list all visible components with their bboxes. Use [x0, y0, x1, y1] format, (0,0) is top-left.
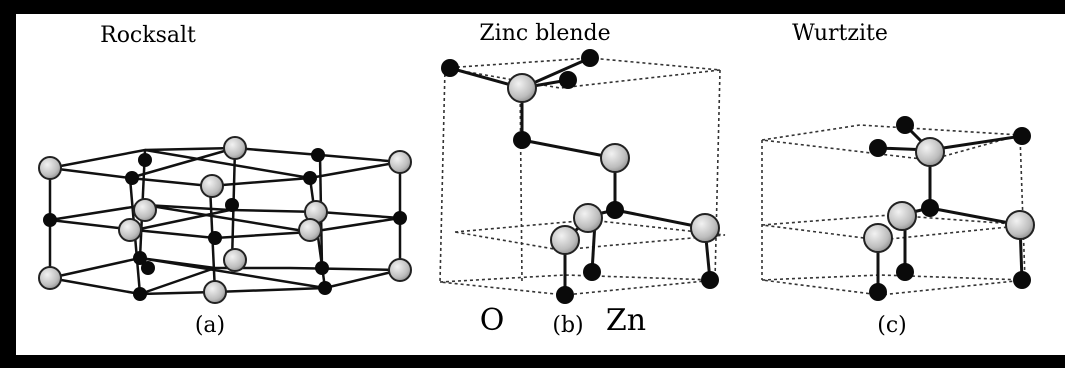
rocksalt-atoms	[38, 136, 412, 304]
frame-top-border	[0, 0, 1065, 14]
zinc-blende-cell-outline	[439, 57, 726, 296]
zinc-label: Zn	[606, 303, 646, 338]
zinc-blende-atoms	[441, 49, 720, 304]
wurtzite-atoms	[863, 116, 1035, 301]
frame-bottom-border	[0, 355, 1065, 368]
zinc-blende-bonds	[449, 56, 712, 295]
rocksalt-title: Rocksalt	[100, 23, 196, 48]
caption-c: (c)	[877, 313, 907, 338]
oxygen-label: O	[480, 303, 505, 338]
wurtzite-title: Wurtzite	[792, 21, 888, 46]
caption-b: (b)	[552, 313, 583, 338]
rocksalt-structure	[48, 146, 402, 296]
frame-left-border	[0, 0, 16, 368]
zinc-blende-title: Zinc blende	[479, 21, 610, 46]
caption-a: (a)	[195, 313, 225, 338]
